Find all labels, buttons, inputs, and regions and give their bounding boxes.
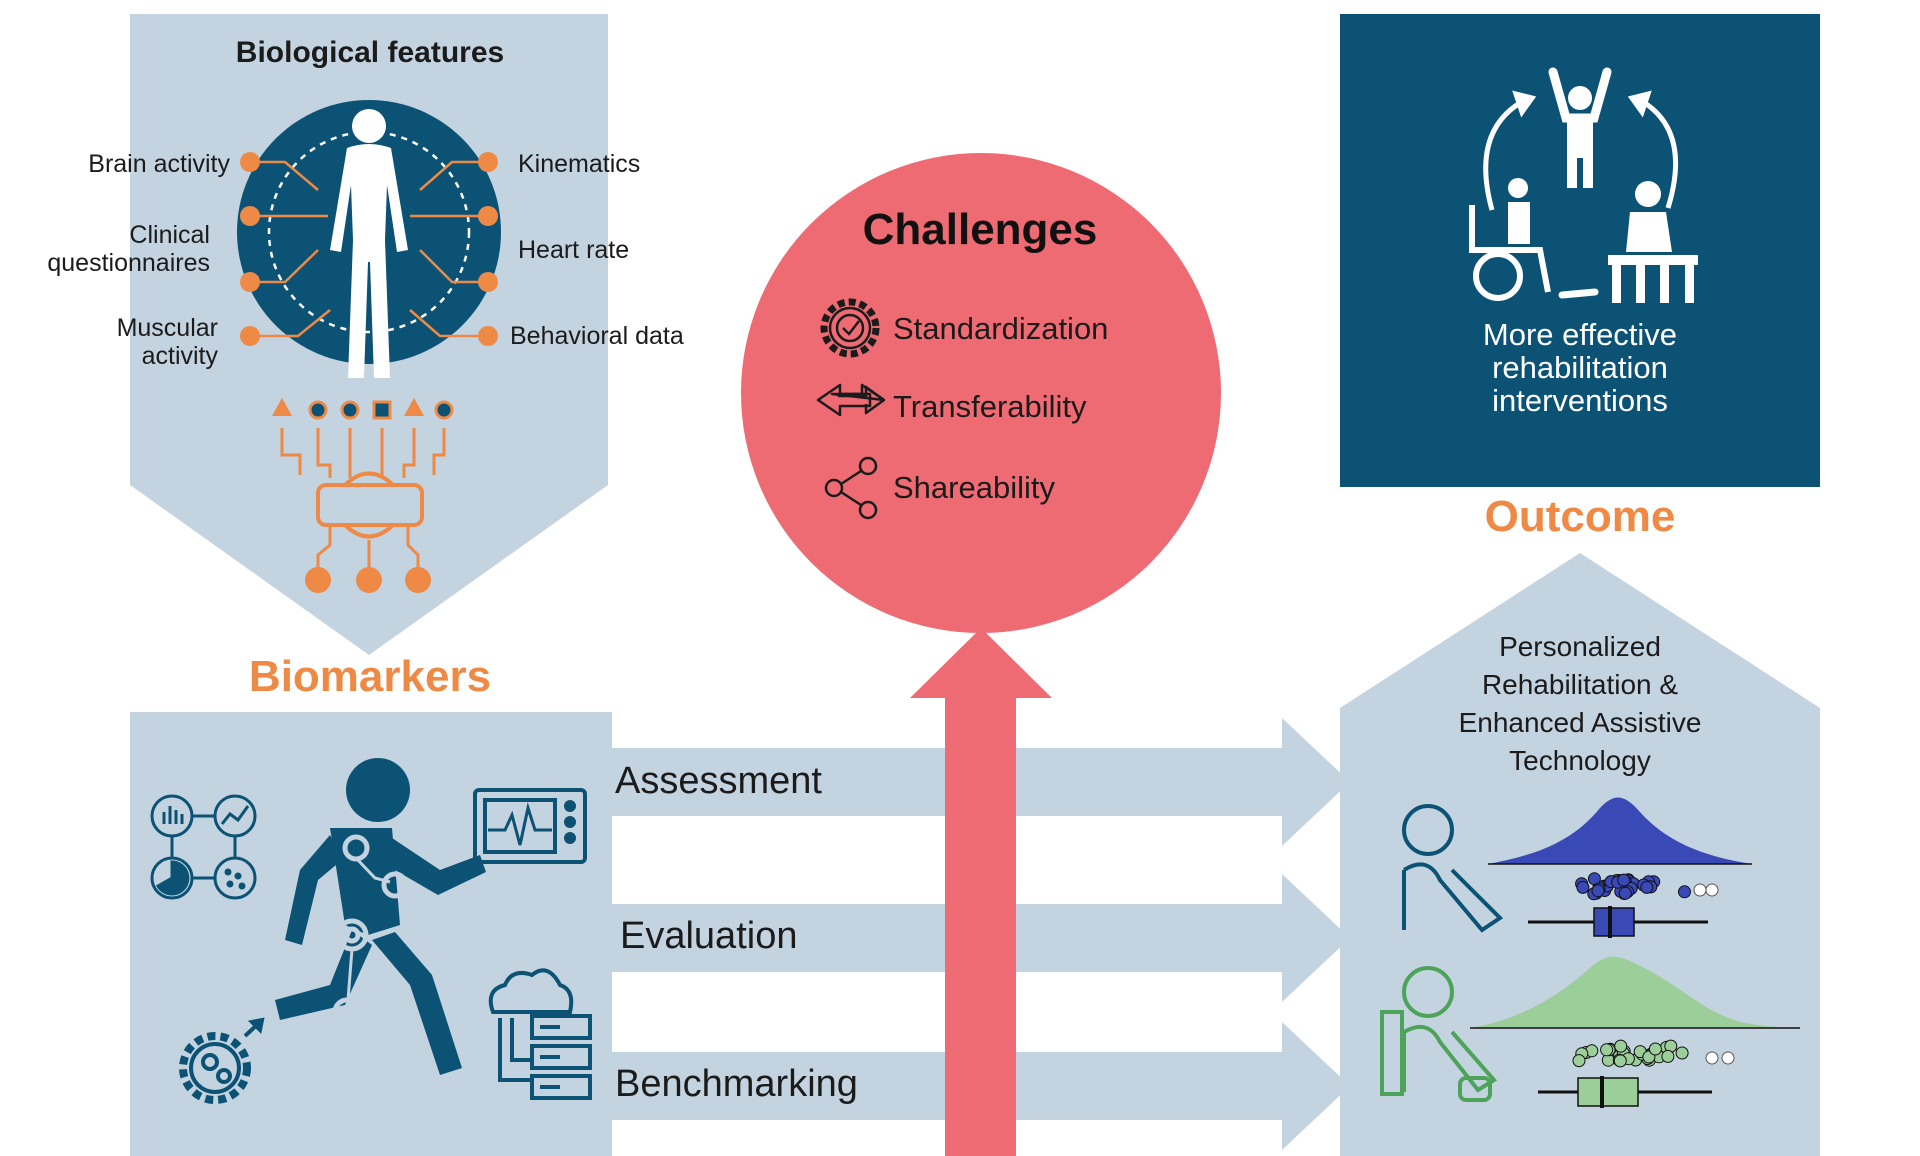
distribution-dot <box>1661 1049 1675 1063</box>
gear-check-icon <box>820 298 880 358</box>
biomarkers-label: Biomarkers <box>248 652 492 701</box>
cloud-server-icon <box>488 968 592 1100</box>
assessment-label: Assessment <box>615 760 822 802</box>
distribution-outlier-dot <box>1705 883 1719 897</box>
exoskeleton-person-icon <box>275 758 486 1075</box>
outcome-label: Outcome <box>1484 492 1676 541</box>
distribution-dot <box>1618 886 1632 900</box>
outcome-box-text: More effective rehabilitation interventi… <box>1482 317 1678 418</box>
feature-brain-activity: Brain activity <box>88 150 230 178</box>
distribution-dot <box>1576 880 1590 894</box>
analytics-icon <box>150 794 257 900</box>
blue-distribution-plot <box>1488 797 1752 938</box>
feature-clinical-questionnaires: Clinical questionnaires <box>47 221 210 277</box>
distribution-dot <box>1648 1042 1662 1056</box>
feature-heart-rate: Heart rate <box>518 236 630 264</box>
distribution-dot <box>1591 884 1605 898</box>
green-person-icon <box>1380 966 1498 1102</box>
rehabilitation-cycle-icon <box>1469 67 1698 303</box>
challenges-up-arrow <box>910 628 1052 1156</box>
distribution-outlier-dot <box>1693 883 1707 897</box>
biological-features-title: Biological features <box>235 36 505 69</box>
distribution-dot <box>1678 885 1691 899</box>
biomarker-processor-icon <box>272 398 454 593</box>
distribution-dot <box>1600 1043 1614 1057</box>
benchmarking-label: Benchmarking <box>615 1063 858 1105</box>
distribution-dot <box>1613 1054 1627 1068</box>
heart-monitor-icon <box>473 788 587 864</box>
green-dots <box>1572 1039 1735 1068</box>
swap-arrows-icon <box>816 383 886 417</box>
feature-kinematics: Kinematics <box>518 150 641 178</box>
distribution-dot <box>1675 1046 1689 1060</box>
distribution-dot <box>1572 1054 1586 1068</box>
distribution-outlier-dot <box>1705 1051 1719 1065</box>
distribution-dot <box>1614 1039 1628 1053</box>
green-distribution-plot <box>1470 956 1800 1108</box>
challenge-transferability: Transferability <box>893 389 1087 424</box>
distribution-outlier-dot <box>1721 1051 1735 1065</box>
distribution-dot <box>1617 873 1631 887</box>
share-icon <box>824 456 878 520</box>
challenge-standardization: Standardization <box>893 311 1109 346</box>
distribution-dot <box>1640 880 1654 894</box>
challenge-shareability: Shareability <box>893 470 1055 505</box>
gear-process-icon <box>179 1017 265 1104</box>
feature-muscular-activity: Muscular activity <box>116 314 218 370</box>
body-sensors-icon <box>237 100 501 378</box>
blue-dots <box>1575 872 1719 901</box>
feature-behavioral-data: Behavioral data <box>510 322 684 350</box>
blue-person-icon <box>1402 804 1504 933</box>
challenges-title: Challenges <box>862 205 1098 254</box>
personalized-text: Personalized Rehabilitation & Enhanced A… <box>1458 631 1702 776</box>
evaluation-label: Evaluation <box>620 915 798 957</box>
